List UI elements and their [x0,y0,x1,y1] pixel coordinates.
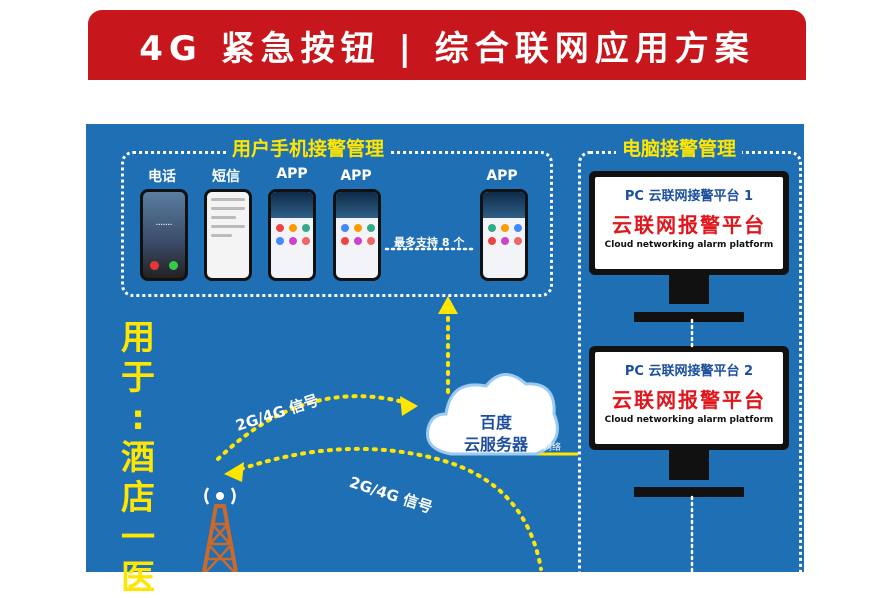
monitor-2-line3: Cloud networking alarm platform [604,415,774,425]
diagram-panel: 用户手机接警管理 电话 短信 APP APP APP ••••••• 最多支持 … [86,124,804,572]
usage-char-1: 用 [121,318,155,358]
mobile-box-title: 用户手机接警管理 [226,137,391,161]
ip-network-label: IP 网络 [532,443,561,453]
usage-char-2: 于 [121,358,155,398]
cloud-line2: 云服务器 [463,435,528,454]
pc-monitor-2: PC 云联网接警平台 2 云联网报警平台 Cloud networking al… [589,346,789,450]
phone-app-2 [333,189,381,281]
phone-label-sms: 短信 [212,169,240,185]
usage-char-3: : [131,398,145,438]
pc-box-title: 电脑接警管理 [616,137,743,161]
phone-call: ••••••• [140,189,188,281]
monitor-2-stand [669,450,709,480]
monitor-2-line2: 云联网报警平台 [612,388,766,412]
usage-char-5: 店 [121,478,155,518]
connector-lines [202,247,694,572]
monitor-1-line2: 云联网报警平台 [612,213,766,237]
phone-label-app-1: APP [276,166,308,182]
arrow-right-icon [400,396,418,416]
usage-char-6: 一 [121,518,155,558]
title-banner: 4G 紧急按钮 | 综合联网应用方案 [88,10,806,80]
monitor-1-line3: Cloud networking alarm platform [604,240,774,250]
arrow-up-icon [438,296,458,314]
phone-app-1 [268,189,316,281]
monitor-1-line1: PC 云联网接警平台 1 [624,189,754,204]
monitor-1-base [634,312,744,322]
monitor-2-line1: PC 云联网接警平台 2 [624,364,754,379]
usage-char-7: 医 [121,558,155,598]
monitor-1-stand [669,274,709,304]
phone-app-3 [480,189,528,281]
cloud-line1: 百度 [479,413,512,432]
arrow-left-icon [224,462,244,482]
usage-char-4: 酒 [121,438,155,478]
cloud-icon [425,373,559,456]
cell-tower-icon [202,487,238,572]
phone-label-app-3: APP [486,168,518,184]
banner-title: 4G 紧急按钮 | 综合联网应用方案 [139,28,755,69]
phone-label-call: 电话 [148,169,176,185]
usage-vertical-text: 用 于 : 酒 店 一 医 [118,318,158,598]
phone-sms [204,189,252,281]
monitor-2-base [634,487,744,497]
pc-monitor-1: PC 云联网接警平台 1 云联网报警平台 Cloud networking al… [589,171,789,275]
phone-label-app-2: APP [340,168,372,184]
cloud-server-label: 百度 云服务器 [446,412,546,456]
max-support-note: 最多支持 8 个 [394,236,465,249]
